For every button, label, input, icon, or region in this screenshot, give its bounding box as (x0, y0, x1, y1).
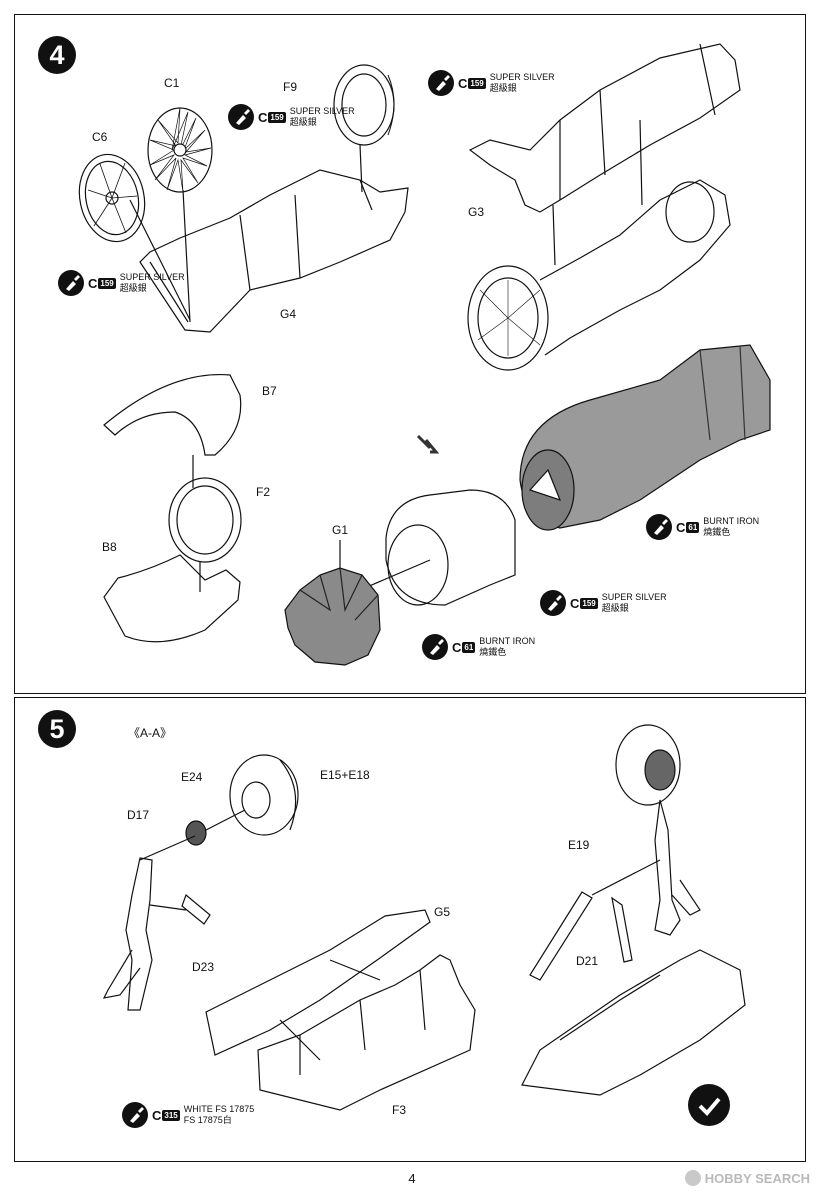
paintbrush-icon (428, 70, 454, 96)
paint-code-number: 315 (162, 1109, 180, 1121)
label-e24: E24 (181, 770, 203, 784)
paintbrush-icon (228, 104, 254, 130)
paint-code-number: 159 (468, 77, 486, 89)
paint-name-zh: 超級銀 (601, 603, 629, 613)
paint-name-zh: 燒鐵色 (479, 647, 507, 657)
paintbrush-icon (122, 1102, 148, 1128)
label-e15-e18: E15+E18 (320, 768, 370, 782)
label-e19: E19 (568, 838, 590, 852)
label-d17: D17 (127, 808, 150, 822)
watermark: HOBBY SEARCH (684, 1170, 810, 1186)
watermark-text: HOBBY SEARCH (704, 1170, 810, 1186)
paint-code-number: 159 (98, 277, 116, 289)
label-g1: G1 (332, 523, 349, 537)
label-c1: C1 (164, 76, 180, 90)
section-a-a-title: 《A-A》 (128, 726, 173, 740)
paint-code-number: 61 (686, 521, 700, 533)
paint-name-en: SUPER SILVER (289, 106, 355, 116)
paint-code-letter: C (258, 109, 268, 125)
paint-name-en: SUPER SILVER (119, 272, 185, 282)
step-4-badge: 4 (38, 36, 76, 74)
label-c6: C6 (92, 130, 108, 144)
page-number: 4 (408, 1171, 416, 1186)
paint-code-letter: C (88, 275, 98, 291)
paint-name-zh: FS 17875白 (183, 1115, 232, 1125)
part-f2-shape (168, 477, 242, 563)
paint-name-zh: 超級銀 (489, 83, 517, 93)
label-b8: B8 (102, 540, 117, 554)
label-f3: F3 (392, 1103, 407, 1117)
paint-name-zh: 燒鐵色 (703, 527, 731, 537)
label-f2: F2 (256, 485, 271, 499)
part-g4-fan-view (467, 265, 549, 371)
paint-name-zh: 超級銀 (119, 283, 147, 293)
paintbrush-icon (422, 634, 448, 660)
paint-name-en: BURNT IRON (703, 516, 760, 526)
label-g3: G3 (468, 205, 485, 219)
paint-name-en: SUPER SILVER (601, 592, 667, 602)
paint-code-letter: C (676, 519, 686, 535)
label-g4: G4 (280, 307, 297, 321)
part-g4-shape (139, 169, 409, 333)
part-c1-shape (147, 107, 213, 193)
label-b7: B7 (262, 384, 277, 398)
paintbrush-icon (540, 590, 566, 616)
paintbrush-icon (58, 270, 84, 296)
step-4-panel (14, 14, 806, 694)
part-c6-shape (78, 153, 146, 243)
paint-code-number: 159 (268, 111, 286, 123)
paint-code-letter: C (152, 1107, 162, 1123)
paint-name-en: BURNT IRON (479, 636, 536, 646)
step-5-badge: 5 (38, 710, 76, 748)
part-b8-shape (103, 554, 241, 643)
paint-code-letter: C (458, 75, 468, 91)
label-g5: G5 (434, 905, 451, 919)
label-d23: D23 (192, 960, 215, 974)
paint-code-letter: C (452, 639, 462, 655)
paintbrush-icon (646, 514, 672, 540)
label-d21: D21 (576, 954, 599, 968)
paint-code-number: 159 (580, 597, 598, 609)
checkmark-icon (688, 1084, 730, 1126)
part-b7-shape (103, 373, 242, 456)
paint-code-letter: C (570, 595, 580, 611)
ring-mid-shape (385, 489, 516, 606)
part-g3-shape (468, 43, 741, 213)
paint-name-en: SUPER SILVER (489, 72, 555, 82)
paint-code-number: 61 (462, 641, 476, 653)
hobby-search-logo-icon (684, 1170, 701, 1186)
label-f9: F9 (283, 80, 298, 94)
step-5-panel (14, 697, 806, 1162)
part-g1-shape (284, 567, 381, 666)
paint-name-en: WHITE FS 17875 (183, 1104, 255, 1114)
paint-name-zh: 超級銀 (289, 117, 317, 127)
step-4-illustration (78, 43, 771, 666)
